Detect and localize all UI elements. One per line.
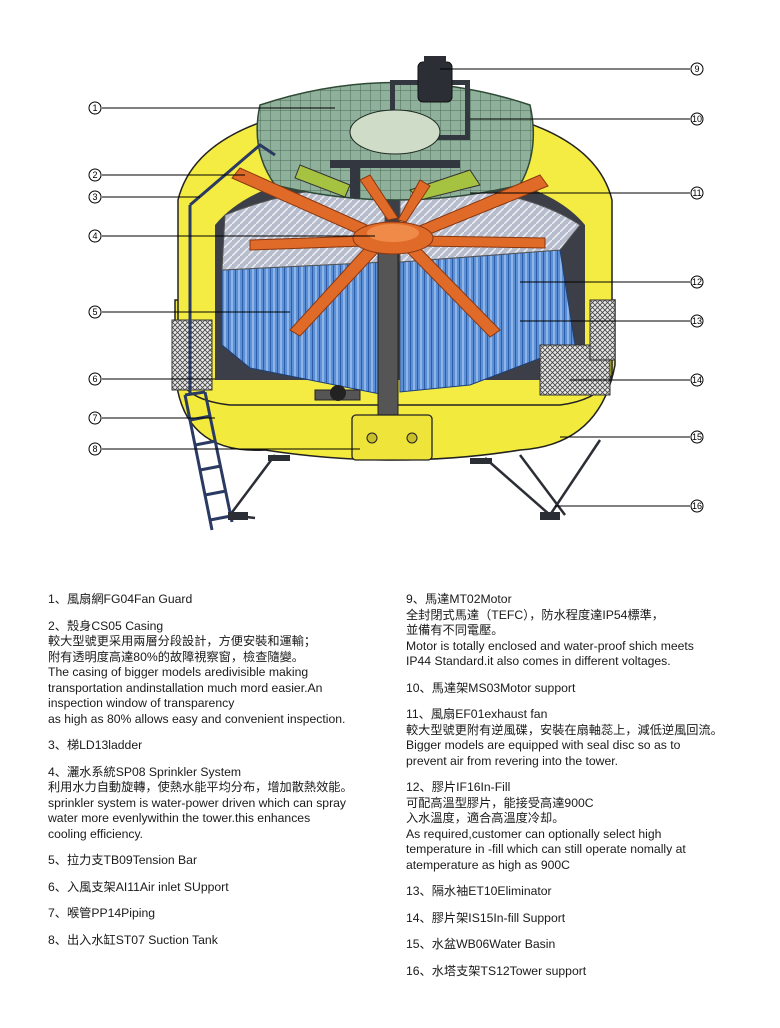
callout-label-4: 4 [92,231,97,241]
callout-1 [88,101,102,115]
callout-label-12: 12 [692,277,702,287]
legend-item-description: temperature in -fill which can still ope… [406,842,686,856]
legend-item-description: transportation andinstallation much mord… [48,680,323,695]
legend-item-title: 4、灑水系統SP08 Sprinkler System [48,764,242,779]
legend-item: 13、隔水袖ET10Eliminator [406,884,766,900]
callout-label-16: 16 [692,501,702,511]
legend-item-description: water more evenlywithin the tower.this e… [48,811,311,825]
legend-item-title: 8、出入水缸ST07 Suction Tank [48,932,218,947]
air-inlet-left [171,319,213,391]
ladder [183,143,276,531]
legend-item: 14、膠片架IS15In-fill Support [406,911,766,927]
legend-item-description: 較大型號更附有逆風碟，安裝在扇軸蕊上，減低逆風回流。 [406,722,723,737]
sprinkler-arms [231,167,549,338]
legend-item-title: 6、入風支架AI11Air inlet SUpport [48,879,229,894]
legend-item-description: 較大型號更采用兩層分段設計，方便安裝和運輸； [48,634,317,648]
callout-label-3: 3 [92,192,97,202]
callout-2 [88,168,102,182]
seal-disc [349,109,441,155]
callout-15 [690,430,704,444]
legend-item-title: 11、風扇EF01exhaust fan [406,707,548,721]
legend-item-description: Bigger models are equipped with seal dis… [406,738,681,752]
legend-item-description: The casing of bigger models aredivisible… [48,665,309,679]
callout-label-8: 8 [92,444,97,454]
legend-item-title: 9、馬達MT02Motor [406,592,512,606]
legend-item-description: 利用水力自動旋轉，使熱水能平均分布，增加散熱效能。 [48,780,353,794]
callout-14 [690,373,704,387]
callout-13 [690,314,704,328]
callout-8 [88,442,102,456]
callout-4 [88,229,102,243]
cooling-tower-diagram: 1 2 3 4 5 6 7 8 9 10 11 12 13 14 15 16 [88,56,704,531]
callouts-right [690,62,704,513]
legend-item-description: 附有透明度高達80%的故障視察窗，檢查隨變。 [48,649,304,664]
motor-body [417,61,453,103]
callout-6 [88,372,102,386]
legend-item-description: prevent air from revering into the tower… [406,753,619,768]
callout-label-2: 2 [92,170,97,180]
legend-item-description: 可配高溫型膠片，能接受高達900C [406,795,594,810]
callout-3 [88,190,102,204]
legend-item-description: 全封閉式馬達（TEFC），防水程度達IP54標準， [406,607,664,622]
callout-label-10: 10 [692,114,702,124]
callout-10 [690,112,704,126]
legend-item-title: 7、喉管PP14Piping [48,906,156,920]
legend-item-description: as high as 80% allows easy and convenien… [48,711,346,726]
legend-item-description: As required,customer can optionally sele… [406,826,662,841]
legend-item-title: 10、馬達架MS03Motor support [406,680,576,695]
callout-label-5: 5 [92,307,97,317]
legend-item: 8、出入水缸ST07 Suction Tank [48,933,393,949]
legend-item-title: 13、隔水袖ET10Eliminator [406,884,552,898]
callout-label-11: 11 [692,188,701,198]
callout-7 [88,411,102,425]
legend-item: 7、喉管PP14Piping [48,906,393,922]
legend-item-title: 16、水塔支架TS12Tower support [406,963,587,978]
callout-label-15: 15 [692,432,702,442]
center-pipe [377,249,399,421]
callout-5 [88,305,102,319]
legend-item-title: 14、膠片架IS15In-fill Support [406,910,566,925]
callout-label-9: 9 [694,64,699,74]
callout-label-14: 14 [692,375,702,385]
callout-label-6: 6 [92,374,97,384]
legend-item: 3、梯LD13ladder [48,738,393,754]
callout-label-1: 1 [92,103,97,113]
legend-item-description: 入水溫度，適合高溫度冷却。 [406,811,565,825]
legend-item-description: 並備有不同電壓。 [406,623,504,637]
legend-item-description: Motor is totally enclosed and water-proo… [406,638,694,653]
legend-item-title: 5、拉力支TB09Tension Bar [48,853,198,867]
suction-tank [351,414,433,461]
legend-item: 6、入風支架AI11Air inlet SUpport [48,880,393,896]
callout-16 [690,499,704,513]
air-inlet-far-right [589,299,616,361]
legend-item: 16、水塔支架TS12Tower support [406,964,766,980]
legend-item-description: IP44 Standard.it also comes in different… [406,654,671,668]
legend-item-description: sprinkler system is water-power driven w… [48,795,347,810]
legend-item-title: 3、梯LD13ladder [48,738,143,752]
callout-label-7: 7 [92,413,97,423]
legend-item-title: 15、水盆WB06Water Basin [406,937,556,951]
callout-9 [690,62,704,76]
legend-item: 15、水盆WB06Water Basin [406,937,766,953]
legend-item-description: cooling efficiency. [48,826,144,841]
legend-item-title: 12、膠片IF16In-Fill [406,780,511,794]
legend-item-description: atemperature as high as 900C [406,857,570,872]
callout-label-13: 13 [692,316,702,326]
legend-item: 1、風扇網FG04Fan Guard [48,592,393,608]
legend-item-title: 1、風扇網FG04Fan Guard [48,592,193,606]
legend-item: 5、拉力支TB09Tension Bar [48,853,393,869]
legend-item-description: inspection window of transparency [48,696,235,710]
callout-11 [690,186,704,200]
legend-item-title: 2、殼身CS05 Casing [48,618,164,633]
callout-12 [690,275,704,289]
callouts-left [88,101,102,456]
legend-item: 10、馬達架MS03Motor support [406,681,766,697]
